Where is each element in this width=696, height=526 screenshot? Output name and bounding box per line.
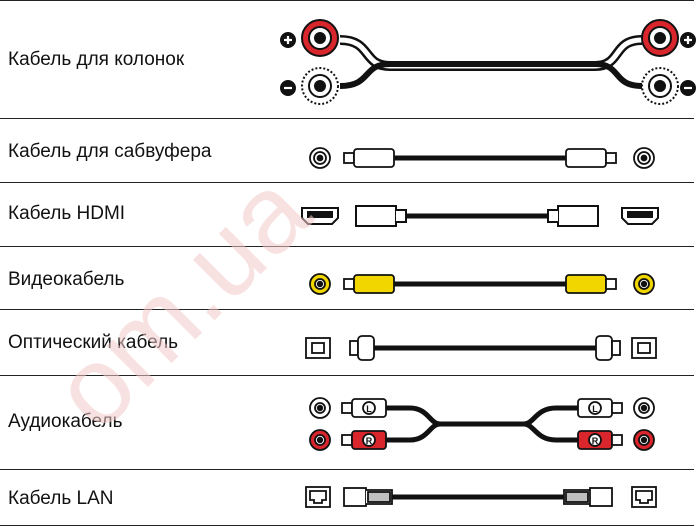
table-row-subwoofer: Кабель для сабвуфера (0, 118, 694, 183)
table-row-speaker: Кабель для колонок (0, 0, 694, 119)
cable-label: Оптический кабель (8, 332, 179, 353)
right-marker: R (366, 436, 373, 446)
table-row-audio: Аудиокабель (0, 375, 694, 470)
speaker-cable-icon (280, 19, 696, 105)
optical-cable-icon (305, 335, 657, 361)
lan-cable-icon (305, 486, 657, 508)
cable-label: Кабель LAN (8, 488, 114, 509)
cable-label: Видеокабель (8, 269, 125, 290)
left-marker: L (592, 404, 598, 414)
table-row-video: Видеокабель (0, 246, 694, 310)
audio-cable-icon (309, 397, 655, 451)
cable-label: Кабель HDMI (8, 203, 126, 224)
video-cable-icon (309, 273, 655, 295)
left-marker: L (366, 404, 372, 414)
table-row-optical: Оптический кабель (0, 309, 694, 376)
table-row-hdmi: Кабель HDMI (0, 182, 694, 247)
hdmi-cable-icon (301, 205, 659, 227)
subwoofer-cable-icon (309, 147, 655, 169)
cable-label: Кабель для сабвуфера (8, 141, 212, 162)
cable-label: Кабель для колонок (8, 49, 185, 70)
cable-label: Аудиокабель (8, 411, 123, 432)
right-marker: R (592, 436, 599, 446)
